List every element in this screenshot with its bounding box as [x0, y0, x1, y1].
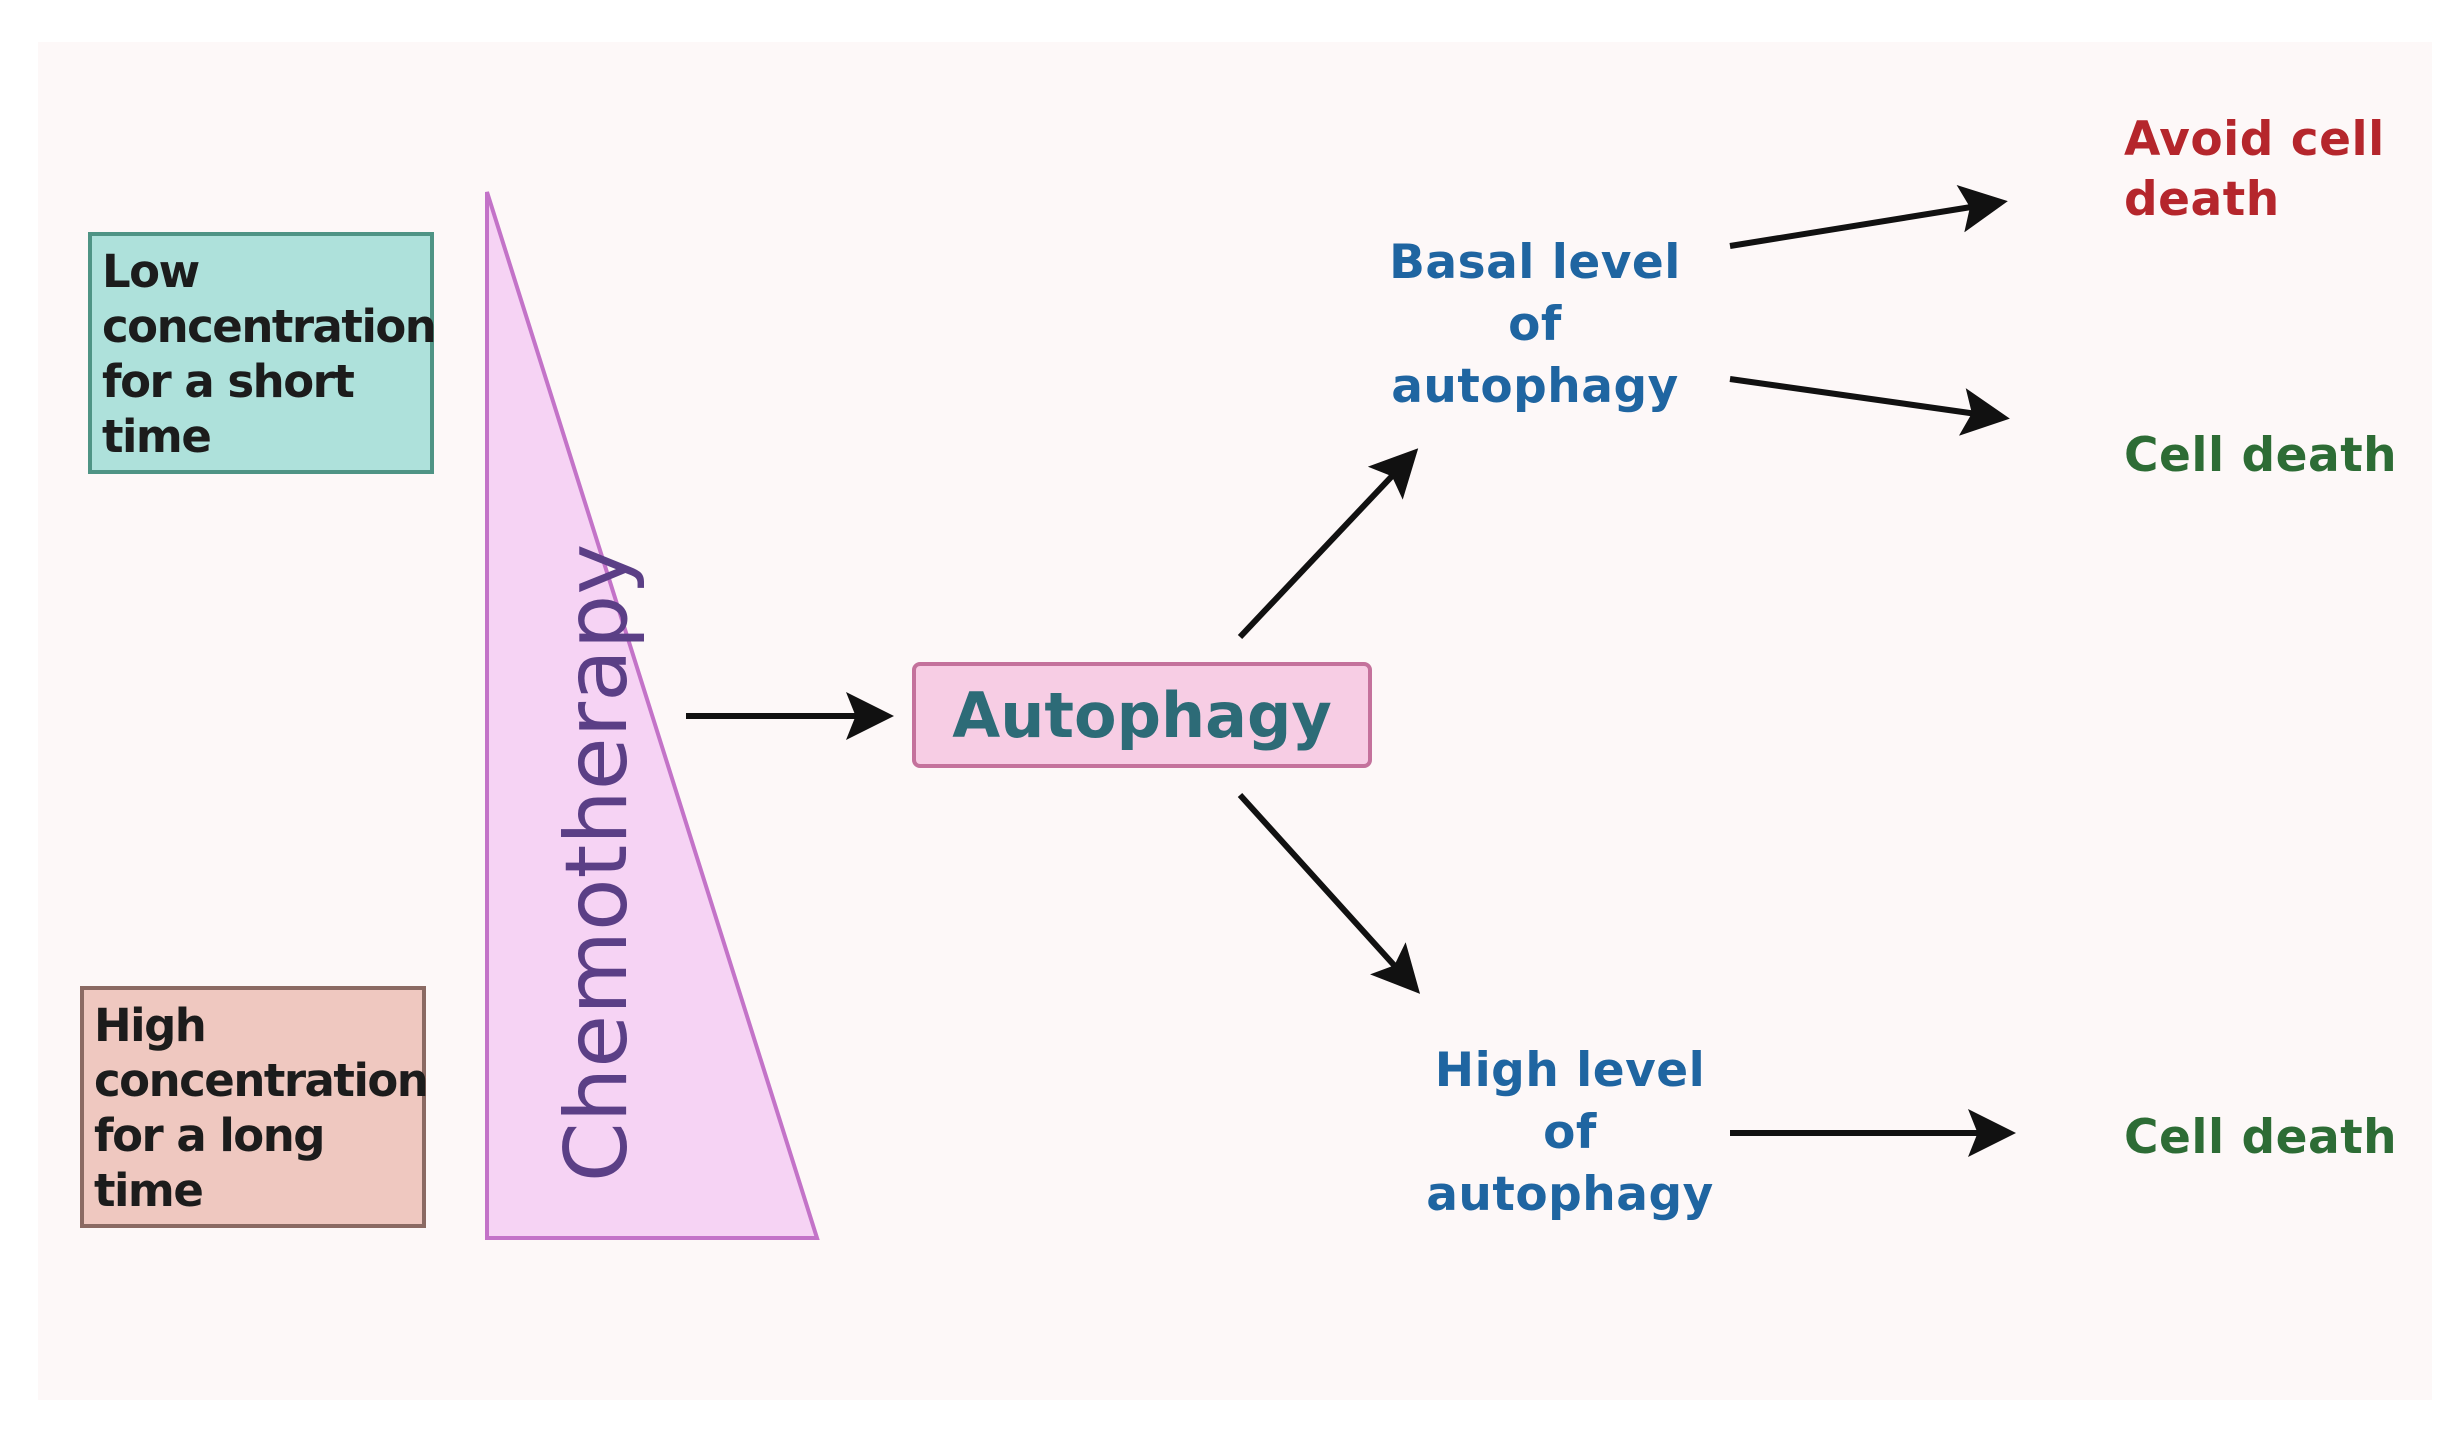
low-concentration-box: Low concentration for a short time [88, 232, 437, 474]
cell-death-label-high: Cell death [2124, 1110, 2398, 1165]
arrow-basal-to-death [1729, 376, 2010, 436]
high-concentration-box: High concentration for a long time [80, 986, 429, 1228]
autophagy-label: Autophagy [952, 678, 1332, 752]
arrow-autophagy-to-high [1237, 792, 1421, 994]
gradient-wedge [485, 191, 820, 1240]
avoid-cell-death-label: Avoid cell death [2124, 112, 2385, 227]
basal-autophagy-label: Basal level of autophagy [1389, 235, 1681, 414]
high-autophagy-label: High level of autophagy [1426, 1043, 1714, 1222]
cell-death-label-basal: Cell death [2124, 428, 2398, 483]
autophagy-node: Autophagy [912, 662, 1372, 768]
arrow-autophagy-to-basal [1237, 448, 1419, 640]
arrow-basal-to-avoid [1729, 185, 2008, 249]
chemotherapy-gradient-triangle [485, 191, 820, 1240]
